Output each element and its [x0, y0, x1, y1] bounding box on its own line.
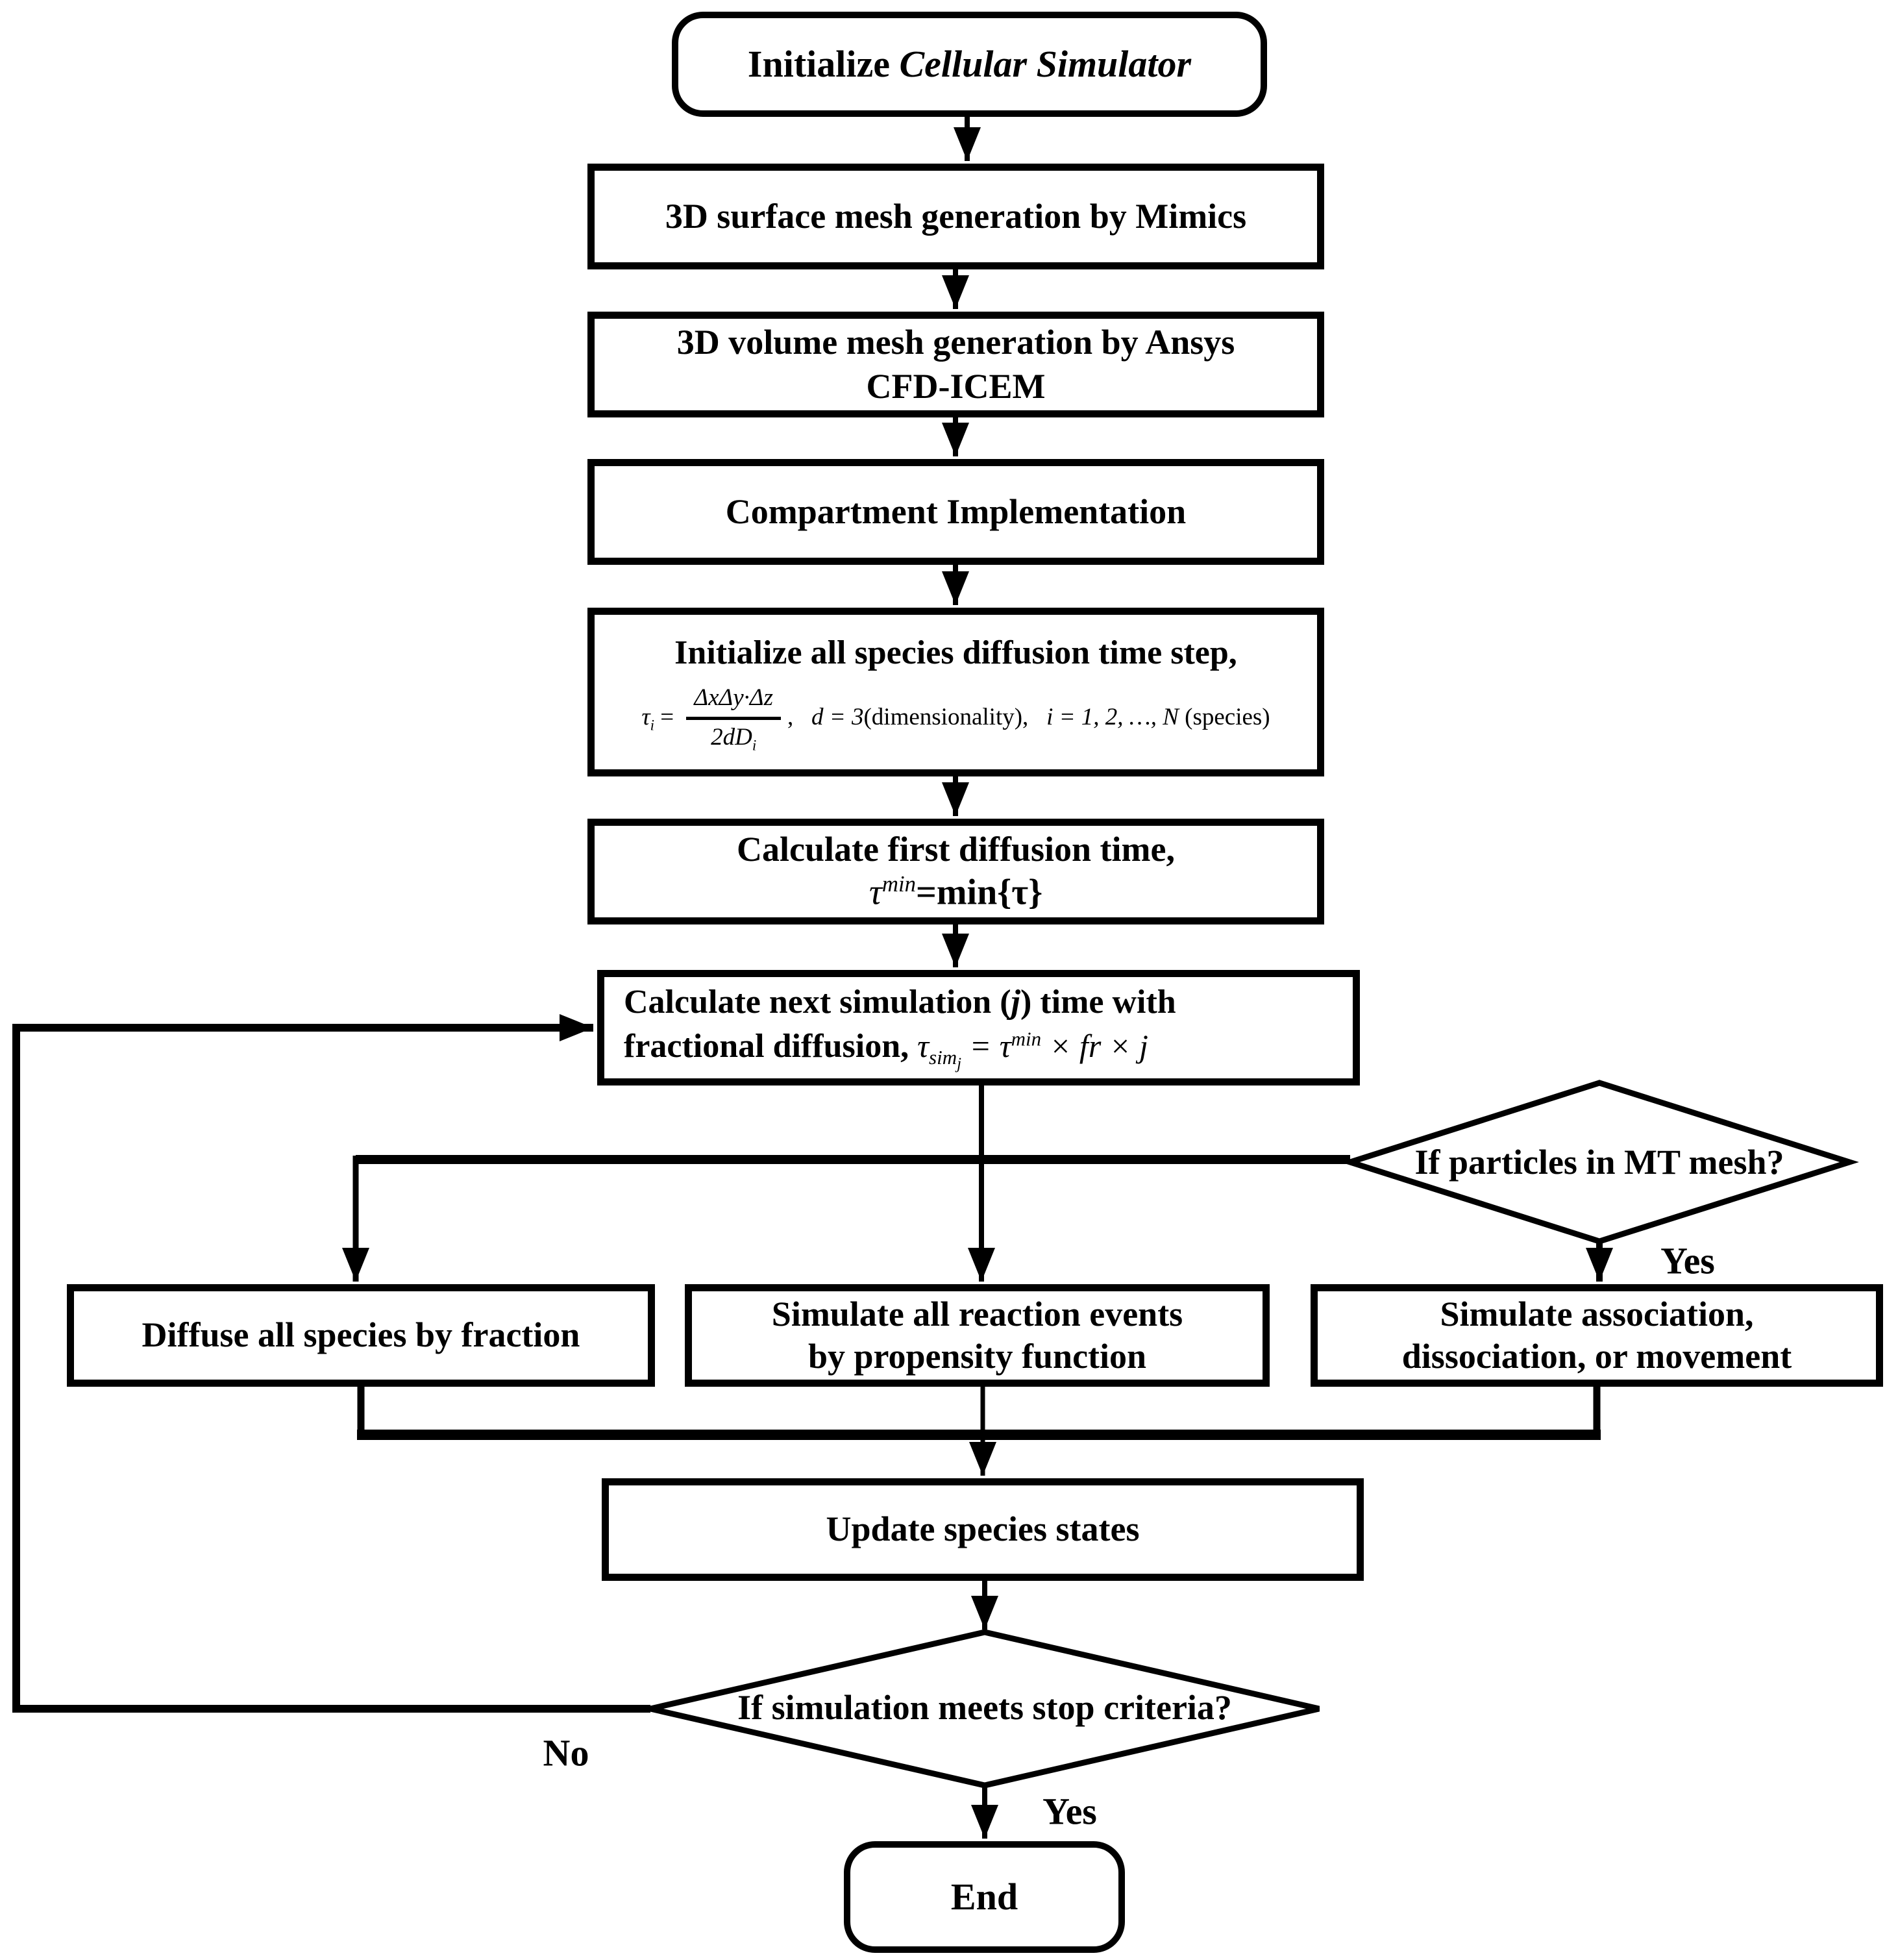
diffuse-label: Diffuse all species by fraction	[142, 1315, 580, 1355]
node-simulate-reactions: Simulate all reaction events by propensi…	[685, 1284, 1270, 1387]
reactions-line2: by propensity function	[807, 1337, 1147, 1376]
node-simulate-association: Simulate association, dissociation, or m…	[1311, 1284, 1883, 1387]
stop-decision-label: If simulation meets stop criteria?	[737, 1687, 1232, 1727]
loop-no-line	[12, 1014, 650, 1713]
node-first-diffusion-time: Calculate first diffusion time, τmin=min…	[587, 819, 1324, 924]
next-sim-line2: fractional diffusion, τsimj = τmin × fr …	[624, 1027, 1148, 1073]
node-diffuse: Diffuse all species by fraction	[67, 1284, 655, 1387]
volume-mesh-line1: 3D volume mesh generation by Ansys	[676, 323, 1235, 362]
end-label: End	[950, 1875, 1018, 1918]
node-end: End	[844, 1841, 1125, 1953]
compartment-label: Compartment Implementation	[725, 491, 1187, 531]
mt-decision-label: If particles in MT mesh?	[1414, 1142, 1784, 1182]
node-volume-mesh: 3D volume mesh generation by Ansys CFD-I…	[587, 312, 1324, 417]
first-time-line1: Calculate first diffusion time,	[737, 830, 1175, 869]
node-surface-mesh: 3D surface mesh generation by Mimics	[587, 164, 1324, 269]
edge-label-mt-yes: Yes	[1660, 1239, 1715, 1282]
node-start: Initialize Cellular Simulator	[672, 12, 1267, 117]
next-sim-line1: Calculate next simulation (j) time with	[624, 984, 1176, 1021]
start-label: Initialize Cellular Simulator	[747, 42, 1192, 85]
surface-mesh-label: 3D surface mesh generation by Mimics	[665, 196, 1247, 236]
node-next-simulation: Calculate next simulation (j) time with …	[597, 970, 1360, 1085]
first-time-formula: τmin=min{τ}	[869, 871, 1043, 913]
node-update-states: Update species states	[602, 1478, 1364, 1581]
edge-label-stop-yes: Yes	[1042, 1790, 1097, 1833]
reactions-line1: Simulate all reaction events	[771, 1295, 1183, 1334]
node-compartment: Compartment Implementation	[587, 459, 1324, 565]
node-init-diffusion-step: Initialize all species diffusion time st…	[587, 608, 1324, 776]
update-label: Update species states	[826, 1509, 1140, 1549]
volume-mesh-line2: CFD-ICEM	[866, 366, 1046, 406]
association-line2: dissociation, or movement	[1401, 1337, 1792, 1376]
edge-label-stop-no: No	[543, 1731, 589, 1774]
init-step-line1: Initialize all species diffusion time st…	[674, 634, 1237, 671]
diamond-mt-mesh	[1340, 1080, 1859, 1245]
association-line1: Simulate association,	[1440, 1295, 1754, 1334]
diamond-stop-criteria	[649, 1629, 1320, 1789]
